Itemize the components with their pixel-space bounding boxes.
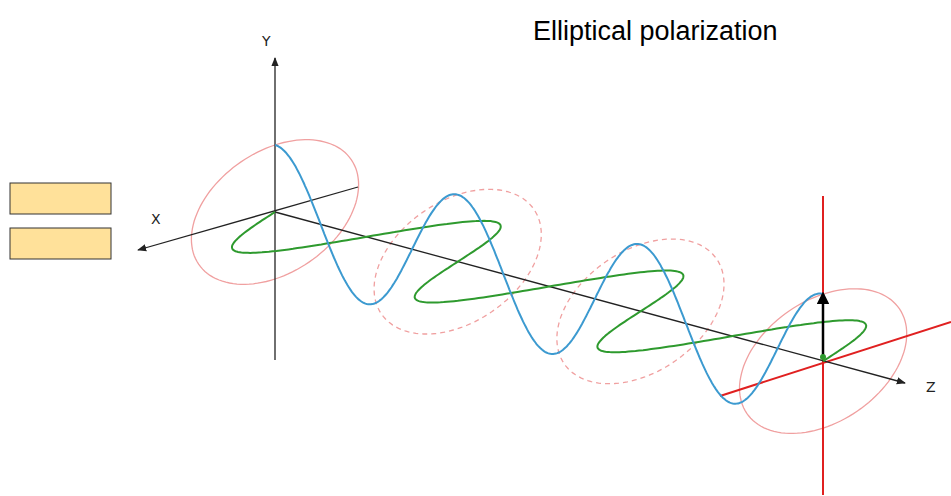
field-vector [822,294,825,357]
x-field-wave [232,212,866,361]
red-axis [822,196,824,495]
y-field-wave [275,145,823,404]
axis-label: Y [262,34,271,48]
diagram-title: Elliptical polarization [533,18,778,45]
axis-label: X [151,212,161,226]
field-origin-dot [820,354,826,360]
axis-label: Z [926,380,936,394]
polarization-ellipses [191,140,906,434]
blank-box [10,183,111,214]
x-axis [138,187,358,250]
y-axis [274,58,275,360]
blank-box [10,228,111,259]
